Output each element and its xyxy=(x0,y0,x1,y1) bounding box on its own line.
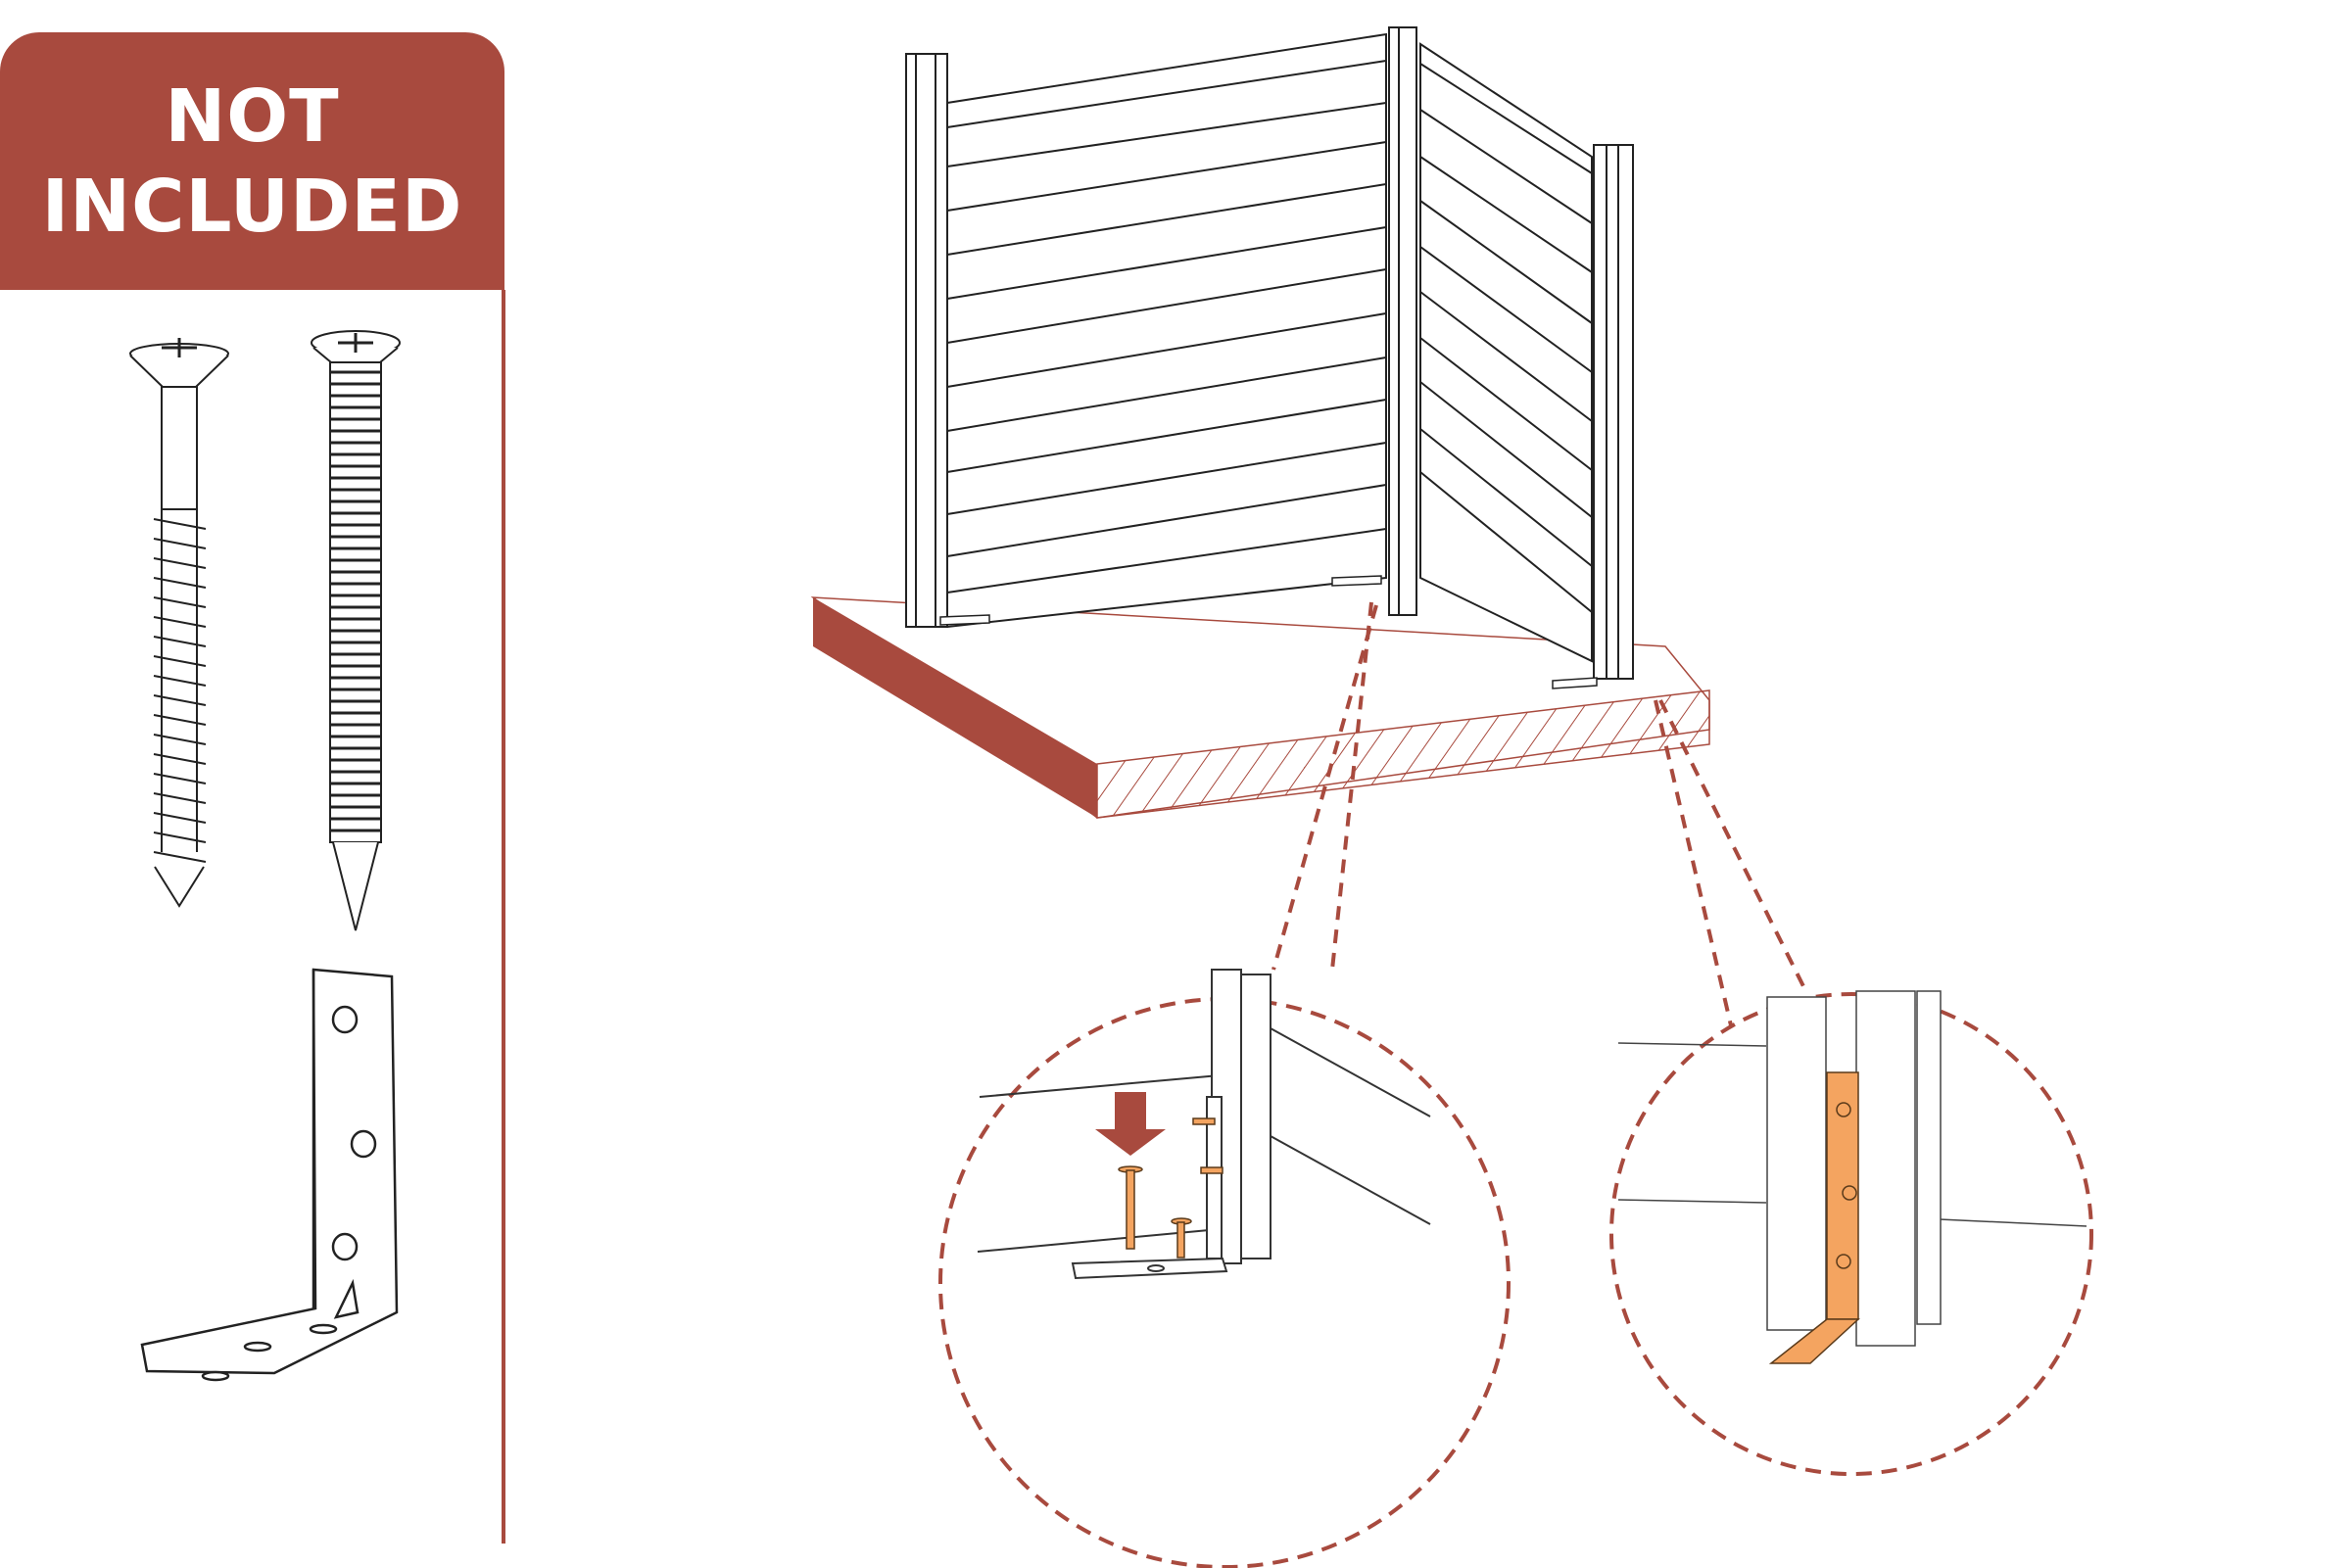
fence-left-panel xyxy=(905,26,1417,629)
orange-bracket xyxy=(1768,1071,1860,1364)
panel-divider xyxy=(502,290,505,1544)
concrete-slab xyxy=(810,596,1710,819)
callout-connectors xyxy=(1271,601,1809,1039)
header-line-2: INCLUDED xyxy=(41,164,463,249)
machine-screw-icon xyxy=(311,330,401,931)
l-bracket-icon xyxy=(140,968,399,1382)
not-included-header: NOT INCLUDED xyxy=(0,32,504,290)
fence-right-panel xyxy=(1419,42,1634,689)
detail-bracket-screwing xyxy=(938,969,1511,1568)
header-line-1: NOT xyxy=(165,73,340,159)
wood-screw-icon xyxy=(129,338,229,908)
detail-bracket-installed xyxy=(1609,990,2093,1476)
